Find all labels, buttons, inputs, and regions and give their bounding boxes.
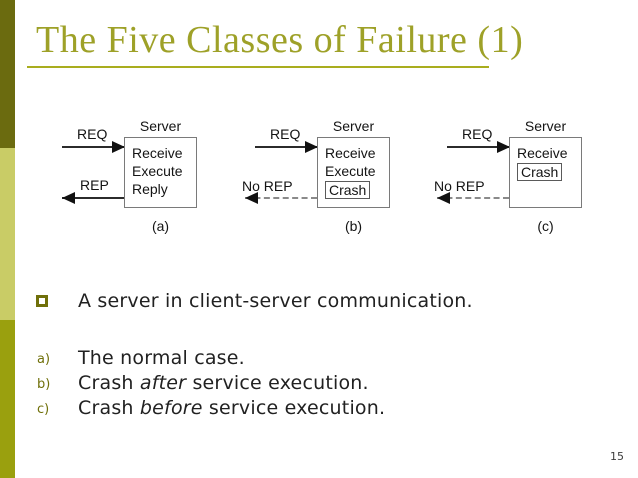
server-step: Receive xyxy=(325,145,376,161)
server-step: Receive xyxy=(132,145,183,161)
list-item-b: Crash after service execution. xyxy=(78,372,369,394)
server-label: Server xyxy=(332,118,375,134)
sidebar-accent-top xyxy=(0,0,15,148)
list-item-text: Crash xyxy=(78,372,140,394)
req-label: REQ xyxy=(462,126,493,142)
list-item-c: Crash before service execution. xyxy=(78,397,385,419)
slide-title: The Five Classes of Failure (1) xyxy=(36,19,524,61)
arrowhead-right-icon xyxy=(112,141,125,153)
reply-arrow-line xyxy=(62,197,124,199)
page-number: 15 xyxy=(610,450,624,463)
no-reply-dashed-line xyxy=(245,197,317,199)
diagram-b: REQ Server Receive Execute Crash No REP … xyxy=(242,118,430,246)
no-reply-dashed-line xyxy=(437,197,509,199)
diagram-caption: (a) xyxy=(151,218,170,234)
arrowhead-right-icon xyxy=(305,141,318,153)
arrowhead-left-icon xyxy=(62,192,75,204)
server-box: Receive Execute Reply xyxy=(124,137,197,208)
list-item-text: service execution. xyxy=(186,372,369,394)
list-item-a: The normal case. xyxy=(78,347,245,369)
server-step: Execute xyxy=(132,163,183,179)
list-item-text: The normal case. xyxy=(78,347,245,369)
server-step: Receive xyxy=(517,145,568,161)
diagram-c: REQ Server Receive Crash No REP (c) xyxy=(434,118,622,246)
bullet-main-text: A server in client-server communication. xyxy=(78,290,473,312)
square-bullet-icon xyxy=(36,295,48,307)
sidebar-accent-middle xyxy=(0,148,15,320)
server-box: Receive Crash xyxy=(509,137,582,208)
list-item-text: service execution. xyxy=(202,397,386,419)
arrowhead-left-icon xyxy=(245,192,258,204)
diagram-caption: (c) xyxy=(537,218,554,234)
list-item-italic: after xyxy=(139,372,187,394)
crash-box: Crash xyxy=(325,181,371,199)
server-label: Server xyxy=(139,118,182,134)
server-step: Execute xyxy=(325,163,376,179)
diagram-a: REQ Server Receive Execute Reply REP (a) xyxy=(62,118,237,246)
list-marker-a: a) xyxy=(37,352,51,367)
list-item-italic: before xyxy=(139,397,203,419)
crash-box: Crash xyxy=(517,163,563,181)
request-arrow-line xyxy=(447,146,509,148)
arrowhead-left-icon xyxy=(437,192,450,204)
server-box: Receive Execute Crash xyxy=(317,137,390,208)
server-label: Server xyxy=(524,118,567,134)
server-step: Reply xyxy=(132,181,168,197)
arrowhead-right-icon xyxy=(497,141,510,153)
sidebar-accent-bottom xyxy=(0,320,15,478)
reply-label: REP xyxy=(80,177,109,193)
list-item-text: Crash xyxy=(78,397,140,419)
request-arrow-line xyxy=(255,146,317,148)
no-reply-label: No REP xyxy=(434,178,485,194)
diagram-caption: (b) xyxy=(344,218,363,234)
request-arrow-line xyxy=(62,146,124,148)
title-underline xyxy=(27,66,489,68)
no-reply-label: No REP xyxy=(242,178,293,194)
list-marker-b: b) xyxy=(37,377,51,392)
req-label: REQ xyxy=(77,126,108,142)
req-label: REQ xyxy=(270,126,301,142)
list-marker-c: c) xyxy=(37,402,50,417)
